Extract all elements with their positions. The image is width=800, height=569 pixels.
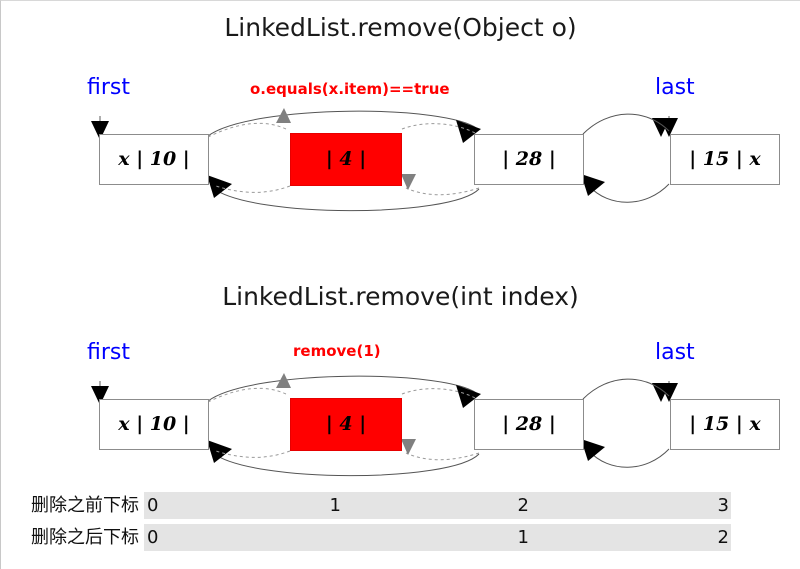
list-node-3-text-top: | 15 | x [689,148,761,170]
old-link-arrowhead-node1-to-red-bottom [276,373,291,388]
diagram-title-remove-index: LinkedList.remove(int index) [222,282,579,311]
list-node-0-box-bottom [99,399,209,450]
list-node-0-box-top [99,134,209,185]
bypass-curve-backward-bottom [212,452,480,477]
old-link-curve-node1-to-red-bottom [207,387,287,403]
old-link-curve-red-to-node3-top [401,123,476,134]
list-node-3-top: | 15 | x [670,134,780,185]
first-pointer-arrowhead-bottom [91,386,109,405]
list-node-2-box-bottom [474,399,584,450]
link-arrowhead-node4-to-node3-bottom [581,439,605,461]
last-pointer-label-bottom: last [655,340,695,365]
index-row-before-label: 删除之前下标 [31,495,139,516]
index-before-cell-0: 0 [147,495,159,516]
index-before-cell-3: 3 [717,495,729,516]
list-node-3-bottom: | 15 | x [670,399,780,450]
bypass-arrowhead-forward-bottom [456,385,481,408]
linked-list-diagram-remove-object: x | 10 | | 4 | | 28 | | 15 | x [91,108,780,212]
list-node-0-top: x | 10 | [99,134,209,185]
last-pointer-label-top: last [655,75,695,100]
list-node-1-top-removed: | 4 | [290,133,402,186]
index-row-before-band [144,492,731,519]
list-node-3-text-bottom: | 15 | x [689,413,761,435]
old-link-curve-node3-to-red-bottom [405,452,480,461]
list-node-2-top: | 28 | [474,134,584,185]
list-node-1-bottom-removed: | 4 | [290,398,402,451]
old-link-curve-red-to-node1-bottom [215,450,291,458]
old-link-arrowhead-node3-to-red-top [401,174,416,190]
bypass-arrowhead-backward-bottom [207,440,232,463]
index-row-after-band [144,524,731,551]
index-before-cell-1: 1 [329,495,341,516]
old-link-curve-node3-to-red-top [405,187,480,196]
linked-list-diagram-remove-index: x | 10 | | 4 | | 28 | | 15 | x [91,373,780,477]
list-node-2-text-bottom: | 28 | [502,413,556,435]
list-node-2-box-top [474,134,584,185]
first-pointer-label-bottom: first [87,340,130,365]
list-node-3-box-top [670,134,780,185]
old-link-curve-red-to-node3-bottom [401,388,476,399]
link-arrowhead-node4-to-node3-top [581,174,605,196]
list-node-1-text-top: | 4 | [326,148,366,170]
old-link-arrowhead-node1-to-red-top [276,108,291,123]
bypass-curve-backward-top [212,187,480,212]
list-node-1-text-bottom: | 4 | [326,413,366,435]
index-row-after-label: 删除之后下标 [31,527,139,548]
last-pointer-arrowhead-b-top [652,118,670,137]
list-node-0-bottom: x | 10 | [99,399,209,450]
link-curve-node3-to-node4-top [582,113,670,135]
list-node-0-text-bottom: x | 10 | [117,413,189,435]
list-node-1-box-bottom [290,398,402,451]
list-node-2-bottom: | 28 | [474,399,584,450]
last-pointer-arrowhead-b-bottom [652,383,670,402]
annotation-remove-index: remove(1) [293,342,381,360]
first-pointer-label-top: first [87,75,130,100]
diagram-title-remove-object: LinkedList.remove(Object o) [224,13,577,42]
bypass-arrowhead-backward-top [207,175,232,198]
link-curve-node4-to-node3-bottom [588,448,670,468]
list-node-2-text-top: | 28 | [502,148,556,170]
first-pointer-arrowhead-top [91,121,109,140]
link-curve-node3-to-node4-bottom [582,378,670,400]
list-node-3-box-bottom [670,399,780,450]
old-link-arrowhead-node3-to-red-bottom [401,439,416,455]
bypass-curve-forward-top [207,110,480,137]
list-node-1-box-top [290,133,402,186]
old-link-curve-red-to-node1-top [215,185,291,193]
bypass-curve-forward-bottom [207,375,480,402]
index-after-cell-2: 1 [517,527,529,548]
index-after-cell-0: 0 [147,527,159,548]
bypass-arrowhead-forward-top [456,120,481,143]
link-curve-node4-to-node3-bottom-top [588,183,670,203]
list-node-0-text-top: x | 10 | [117,148,189,170]
index-before-cell-2: 2 [517,495,529,516]
old-link-curve-node1-to-red-top [207,122,287,138]
annotation-equals-condition: o.equals(x.item)==true [250,80,450,98]
index-after-cell-3: 2 [717,527,729,548]
